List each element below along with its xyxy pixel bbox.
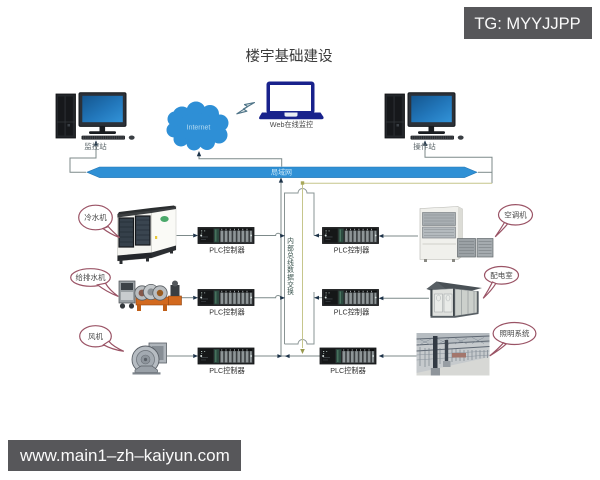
svg-text:局域网: 局域网 — [271, 168, 292, 177]
svg-text:Web在线监控: Web在线监控 — [270, 120, 313, 129]
svg-text:给排水机: 给排水机 — [76, 272, 106, 282]
svg-text:风机: 风机 — [88, 331, 103, 341]
svg-text:操作站: 操作站 — [413, 141, 436, 151]
svg-text:冷水机: 冷水机 — [84, 212, 107, 222]
svg-text:PLC控制器: PLC控制器 — [330, 366, 366, 375]
svg-text:线: 线 — [287, 258, 294, 267]
svg-text:总: 总 — [287, 251, 294, 260]
svg-text:据: 据 — [287, 273, 294, 282]
svg-text:交: 交 — [287, 280, 294, 289]
svg-text:空调机: 空调机 — [504, 210, 527, 220]
svg-text:监控站: 监控站 — [84, 141, 107, 151]
svg-text:照明系统: 照明系统 — [500, 328, 530, 338]
svg-text:PLC控制器: PLC控制器 — [209, 366, 245, 375]
svg-text:Internet: Internet — [187, 125, 211, 132]
svg-text:楼宇基础建设: 楼宇基础建设 — [246, 48, 333, 65]
svg-text:换: 换 — [287, 287, 294, 296]
svg-text:数: 数 — [287, 265, 294, 274]
svg-text:部: 部 — [287, 243, 294, 252]
svg-text:配电室: 配电室 — [490, 270, 513, 280]
svg-text:TG: MYYJJPP: TG: MYYJJPP — [474, 15, 580, 33]
svg-text:PLC控制器: PLC控制器 — [334, 308, 370, 317]
svg-text:内: 内 — [287, 236, 294, 245]
svg-text:PLC控制器: PLC控制器 — [209, 308, 245, 317]
svg-text:www.main1–zh–kaiyun.com: www.main1–zh–kaiyun.com — [19, 446, 230, 465]
svg-text:PLC控制器: PLC控制器 — [209, 246, 245, 255]
svg-text:PLC控制器: PLC控制器 — [334, 246, 370, 255]
